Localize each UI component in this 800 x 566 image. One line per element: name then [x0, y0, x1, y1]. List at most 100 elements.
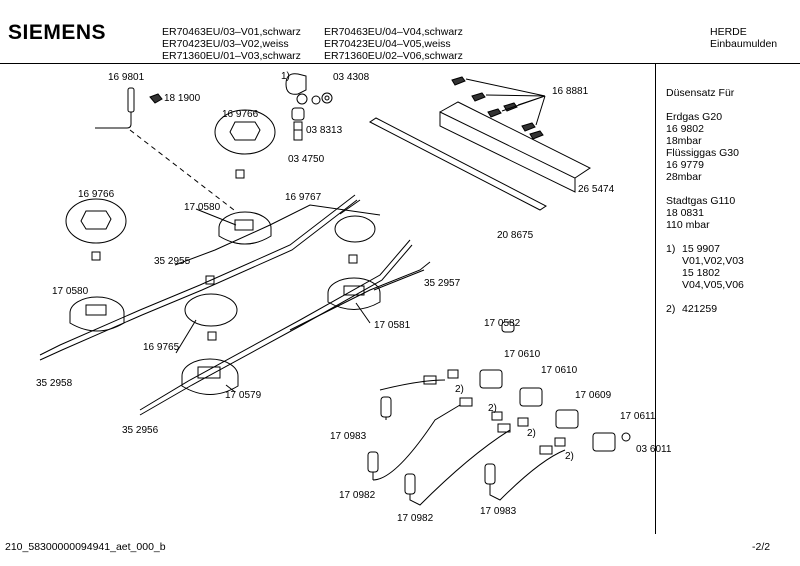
screw-part	[348, 254, 358, 264]
part-label: 16 9767	[285, 192, 322, 203]
model-entry: ER70423EU/03–V02,weiss	[162, 38, 289, 50]
valve-fittings	[423, 369, 566, 455]
part-label: 20 8675	[497, 230, 534, 241]
valve-cap	[501, 321, 515, 333]
nozzle-line: 18 0831	[666, 207, 704, 219]
part-label: 17 0610	[504, 349, 541, 360]
category-line: HERDE	[710, 26, 747, 38]
burner-cap	[214, 109, 276, 155]
nozzle-line: Flüssiggas G30	[666, 147, 739, 159]
nozzle-line: Erdgas G20	[666, 111, 723, 123]
document-id: 210_58300000094941_aet_000_b	[5, 541, 166, 553]
part-label: 17 0611	[620, 411, 656, 422]
part-label: 35 2958	[36, 378, 73, 389]
part-label: 16 9766	[78, 189, 115, 200]
part-label: 35 2956	[122, 425, 159, 436]
part-label: 16 8881	[552, 86, 589, 97]
clip-part	[149, 93, 163, 104]
nozzle-line: 16 9779	[666, 159, 704, 171]
category-label: HERDE Einbaumulden	[710, 26, 777, 50]
footnote: 2) 421259	[666, 303, 739, 315]
category-line: Einbaumulden	[710, 38, 778, 50]
part-label: 35 2957	[424, 278, 461, 289]
footnote-line: 421259	[682, 303, 718, 315]
thermocouple-tip	[404, 473, 416, 495]
burner-rail	[369, 101, 591, 211]
model-list-1: ER70463EU/03–V01,schwarz ER70423EU/03–V0…	[162, 26, 301, 62]
part-label: 26 5474	[578, 184, 615, 195]
brand-logo: SIEMENS	[8, 21, 107, 44]
header-divider	[0, 63, 800, 64]
nozzle-line: 16 9802	[666, 123, 704, 135]
model-entry: ER70463EU/04–V04,schwarz	[324, 26, 463, 38]
burner-body	[69, 296, 125, 332]
part-label: 16 9801	[108, 72, 145, 83]
thermocouple-tip	[484, 463, 496, 485]
model-list-2: ER70463EU/04–V04,schwarz ER70423EU/04–V0…	[324, 26, 463, 62]
part-label: 16 9765	[143, 342, 180, 353]
nozzle-line: 18mbar	[666, 135, 702, 147]
part-label: 17 0982	[339, 490, 376, 501]
screw-part	[91, 251, 101, 261]
nozzle-group: Erdgas G20 16 9802 18mbar Flüssiggas G30…	[666, 111, 739, 183]
part-label: 17 0983	[480, 506, 517, 517]
part-label: 03 4750	[288, 154, 325, 165]
screw-part	[235, 169, 245, 179]
footnote-line: 15 9907	[682, 243, 720, 255]
footnote-line: V01,V02,V03	[682, 255, 744, 267]
part-label: 17 0983	[330, 431, 367, 442]
note-ref: 2)	[488, 403, 497, 414]
model-entry: ER70463EU/03–V01,schwarz	[162, 26, 301, 38]
part-label: 03 6011	[636, 444, 672, 455]
part-label: 17 0580	[184, 202, 221, 213]
screw-part	[207, 331, 217, 341]
part-label: 17 0579	[225, 390, 262, 401]
model-entry: ER71360EU/02–V06,schwarz	[324, 50, 463, 62]
flame-tips	[451, 76, 544, 140]
part-label: 17 0581	[374, 320, 411, 331]
part-label: 35 2955	[154, 256, 191, 267]
part-label: 17 0982	[397, 513, 434, 524]
burner-ring	[184, 293, 238, 327]
part-label: 17 0609	[575, 390, 612, 401]
footnote-line: V04,V05,V06	[682, 279, 744, 291]
note-ref: 2)	[527, 428, 536, 439]
sidebar: Düsensatz Für Erdgas G20 16 9802 18mbar …	[666, 87, 744, 315]
footnote-number: 2)	[666, 303, 676, 315]
gas-pipe	[39, 194, 431, 416]
leader-lines	[465, 78, 546, 126]
part-label: 17 0580	[52, 286, 89, 297]
part-label: 17 0582	[484, 318, 521, 329]
part-label: 16 9766	[222, 109, 259, 120]
part-label: 18 1900	[164, 93, 201, 104]
part-label: 03 8313	[306, 125, 343, 136]
burner-cap	[65, 198, 127, 244]
nozzle-line: 28mbar	[666, 171, 702, 183]
thermocouple-part	[95, 87, 135, 129]
burner-ring	[334, 215, 376, 243]
leader-dashed	[129, 129, 235, 211]
model-entry: ER71360EU/01–V03,schwarz	[162, 50, 301, 62]
washer-part	[621, 432, 631, 442]
screw-part	[205, 275, 215, 285]
gas-valve	[479, 369, 616, 452]
label-leaders	[175, 199, 425, 393]
nozzle-line: 110 mbar	[666, 219, 710, 231]
part-label: 17 0610	[541, 365, 578, 376]
part-label: 1)	[281, 71, 290, 82]
part-label: 03 4308	[333, 72, 370, 83]
page-number: -2/2	[752, 541, 771, 553]
thermocouple-tip	[380, 396, 392, 418]
footnote-number: 1)	[666, 243, 676, 255]
note-ref: 2)	[455, 384, 464, 395]
sidebar-divider	[655, 64, 656, 534]
nozzle-group: Stadtgas G110 18 0831 110 mbar	[666, 195, 739, 231]
thermocouple-tip	[367, 451, 379, 473]
model-entry: ER70423EU/04–V05,weiss	[324, 38, 451, 50]
nozzle-line: Stadtgas G110	[666, 195, 736, 207]
footnote-line: 15 1802	[682, 267, 720, 279]
elbow-fitting	[285, 73, 333, 141]
sidebar-title: Düsensatz Für	[666, 87, 735, 99]
footnote: 1) 15 9907 V01,V02,V03 15 1802 V04,V05,V…	[666, 243, 744, 303]
